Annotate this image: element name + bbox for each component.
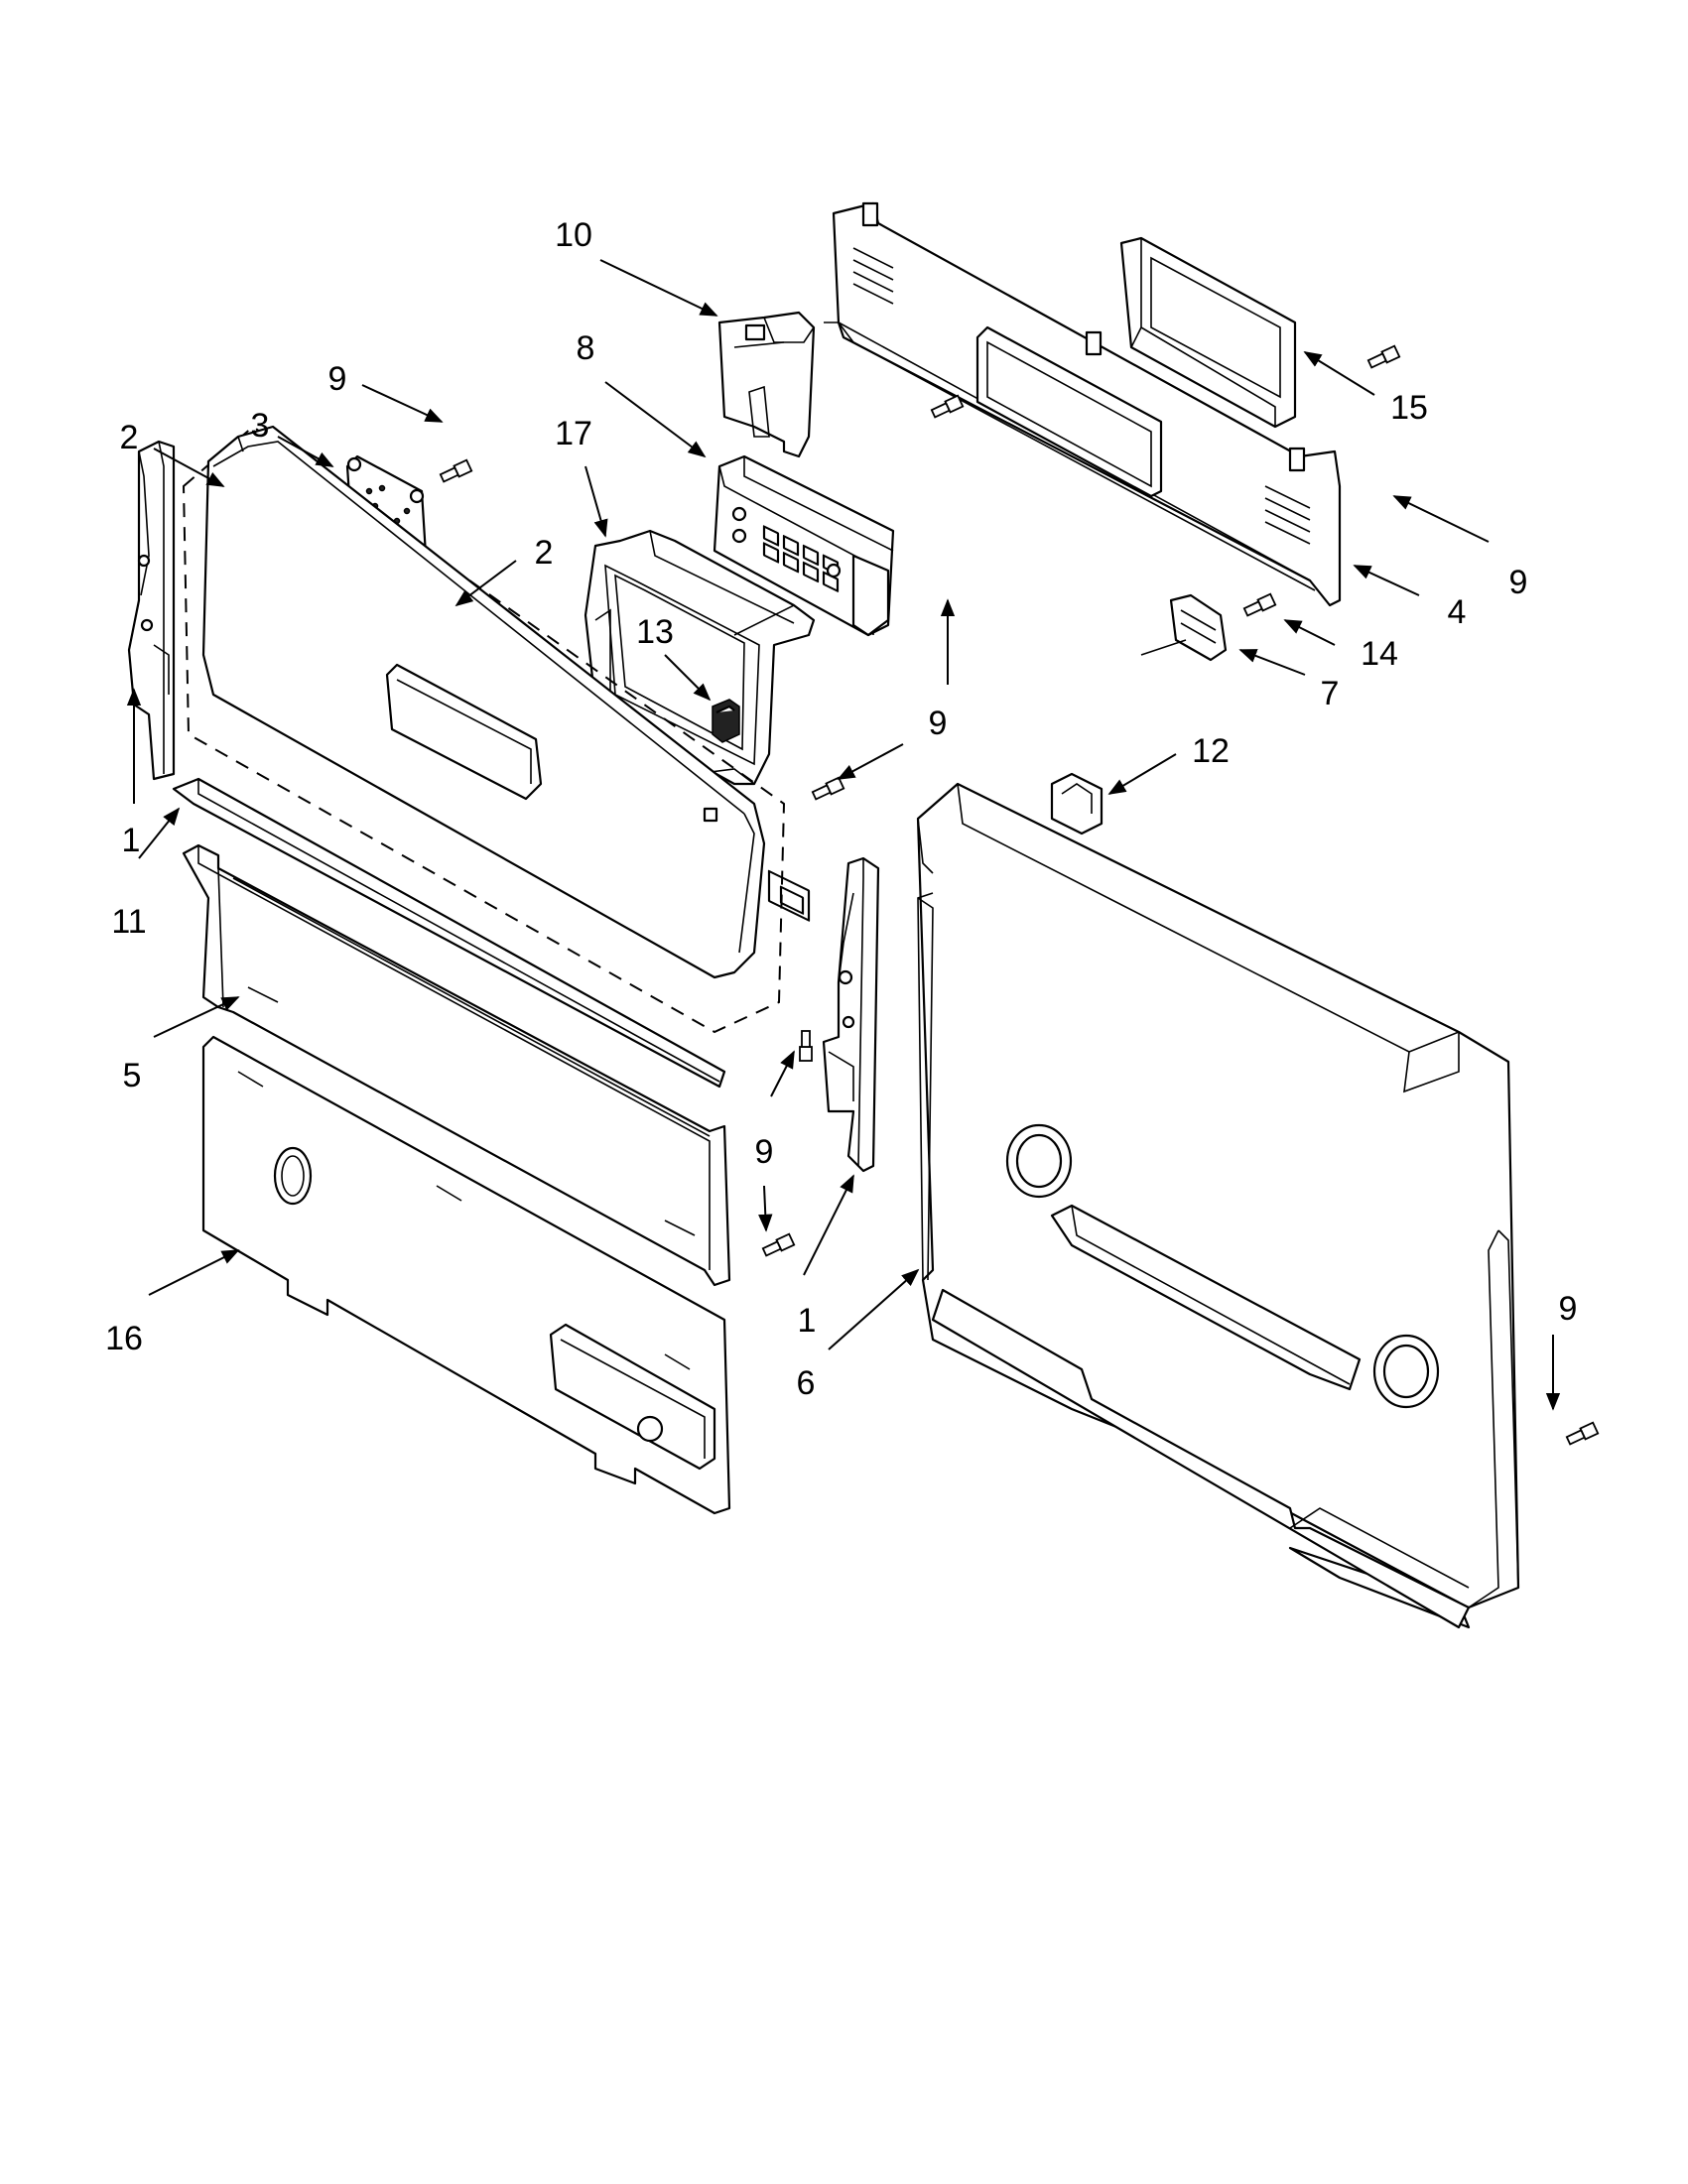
screw-top-left bbox=[439, 458, 473, 483]
callout-17: 17 bbox=[555, 415, 592, 452]
callout-1: 1 bbox=[798, 1302, 817, 1340]
callout-15: 15 bbox=[1390, 389, 1428, 427]
callout-9: 9 bbox=[1559, 1290, 1578, 1328]
callout-labels: 10 8 15 9 3 17 2 2 9 4 14 7 13 9 12 1 11… bbox=[105, 216, 1578, 1402]
callout-9: 9 bbox=[328, 360, 347, 398]
control-bracket-part-10 bbox=[717, 311, 816, 458]
screw-panel-right bbox=[1565, 1421, 1600, 1446]
screw-bracket-vertical bbox=[799, 1030, 813, 1062]
callout-9: 9 bbox=[1509, 564, 1528, 601]
screw-part-14 bbox=[1242, 592, 1277, 617]
callout-9: 9 bbox=[755, 1133, 774, 1171]
callout-2: 2 bbox=[535, 534, 554, 572]
callout-10: 10 bbox=[555, 216, 592, 254]
callout-12: 12 bbox=[1192, 732, 1230, 770]
leader-lines bbox=[126, 259, 1561, 1411]
side-bracket-left-part-1 bbox=[127, 440, 176, 781]
vent-duct-part-15 bbox=[1119, 236, 1297, 429]
screw-rear-right bbox=[1366, 344, 1401, 369]
rear-bracket-part-4 bbox=[824, 201, 1342, 607]
callout-7: 7 bbox=[1321, 675, 1340, 712]
callout-1: 1 bbox=[122, 822, 141, 859]
electronic-control-part-8 bbox=[713, 454, 895, 922]
screw-lower-middle bbox=[761, 1232, 796, 1257]
callout-3: 3 bbox=[251, 407, 270, 445]
rear-panel-part-6 bbox=[916, 782, 1520, 1629]
callout-16: 16 bbox=[105, 1320, 143, 1357]
callout-5: 5 bbox=[123, 1057, 142, 1094]
lower-panel-part-16 bbox=[201, 1035, 731, 1515]
callout-14: 14 bbox=[1361, 635, 1398, 673]
trim-channel-part-5 bbox=[182, 843, 731, 1287]
clip-part-12 bbox=[1050, 772, 1104, 835]
callout-11: 11 bbox=[111, 903, 146, 941]
small-bracket-part-7 bbox=[1140, 593, 1228, 662]
screws bbox=[439, 344, 1600, 1446]
callout-13: 13 bbox=[636, 613, 674, 651]
callout-4: 4 bbox=[1448, 593, 1467, 631]
callout-9: 9 bbox=[929, 705, 948, 742]
screw-console-lower bbox=[811, 776, 845, 801]
switch-part-13 bbox=[712, 699, 740, 743]
front-bar-part-11 bbox=[172, 777, 726, 1089]
console-assembly-outline bbox=[182, 425, 786, 1034]
callout-6: 6 bbox=[797, 1364, 816, 1402]
callout-8: 8 bbox=[577, 329, 595, 367]
side-bracket-right-part-1 bbox=[822, 856, 880, 1173]
callout-2: 2 bbox=[120, 419, 139, 456]
screw-console-right bbox=[930, 394, 965, 419]
console-panel-part-2 bbox=[201, 425, 766, 979]
